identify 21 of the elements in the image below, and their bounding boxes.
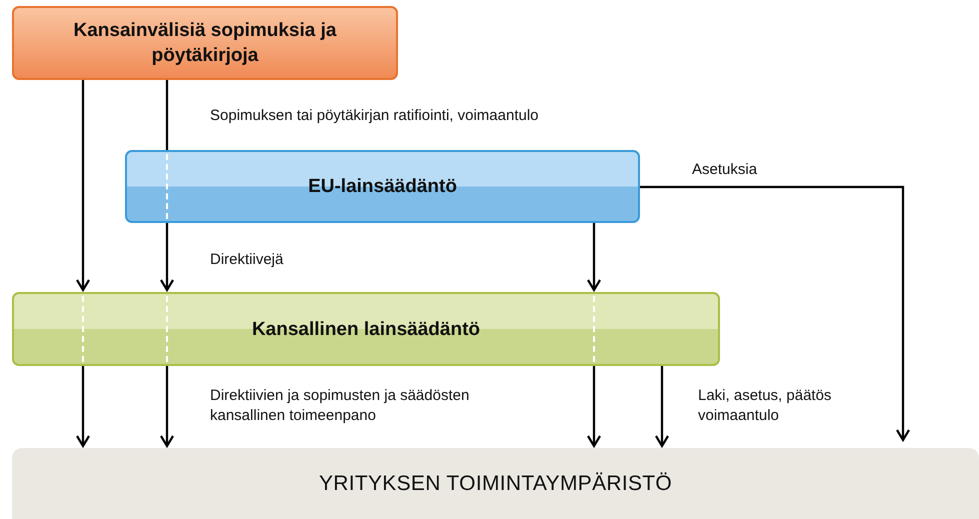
- node-label: Kansallinen lainsäädäntö: [252, 318, 480, 342]
- flow-label: Asetuksia: [692, 160, 758, 180]
- node-label: Kansainvälisiä sopimuksia ja pöytäkirjoja: [72, 19, 338, 68]
- flow-label: Laki, asetus, päätös voimaantulo: [698, 386, 832, 426]
- flow-label: Direktiivejä: [210, 250, 284, 270]
- eu-law-box: [125, 150, 640, 223]
- arrow: [160, 366, 174, 448]
- environment-band: [12, 448, 979, 519]
- node-label: YRITYKSEN TOIMINTAYMPÄRISTÖ: [318, 471, 672, 496]
- flow-label: Direktiivien ja sopimusten ja säädösten kansallinen toimeenpano: [210, 386, 470, 426]
- arrow: [654, 366, 670, 448]
- node-label: EU-lainsäädäntö: [308, 175, 457, 199]
- arrow: [76, 80, 90, 292]
- arrow: [76, 366, 90, 448]
- treaty-box: [12, 6, 398, 80]
- flow-label: Sopimuksen tai pöytäkirjan ratifiointi, voimaantulo: [210, 106, 540, 126]
- arrow: [640, 186, 910, 442]
- arrow: [586, 223, 602, 292]
- national-law-box: [12, 292, 720, 366]
- arrow: [586, 366, 602, 448]
- arrow: [160, 223, 174, 292]
